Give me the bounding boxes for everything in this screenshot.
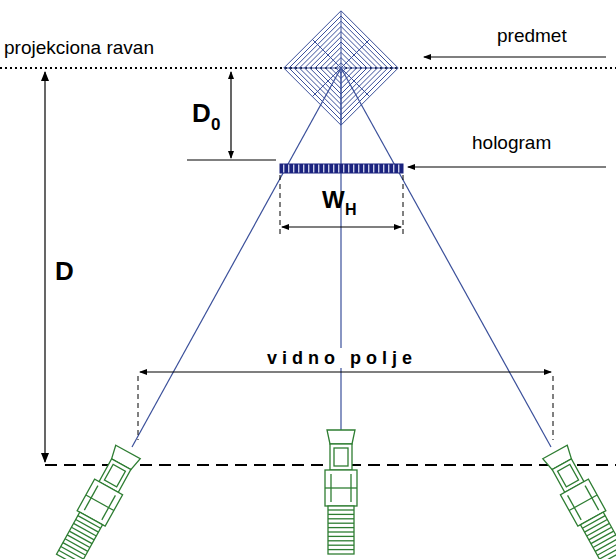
object-wire (284, 11, 398, 125)
dimension-subscript: H (345, 202, 357, 218)
dimension-label: W (322, 188, 345, 212)
dimension-label: D (55, 258, 74, 284)
field-label: vidno polje (265, 348, 419, 368)
object-label: predmet (497, 26, 567, 45)
dimension-label: D (192, 100, 211, 126)
object-wire (313, 40, 370, 97)
plane-label: projekciona ravan (4, 38, 154, 57)
object-wire (313, 40, 370, 97)
hologram-label: hologram (472, 133, 551, 152)
dimension-subscript: 0 (211, 116, 220, 133)
